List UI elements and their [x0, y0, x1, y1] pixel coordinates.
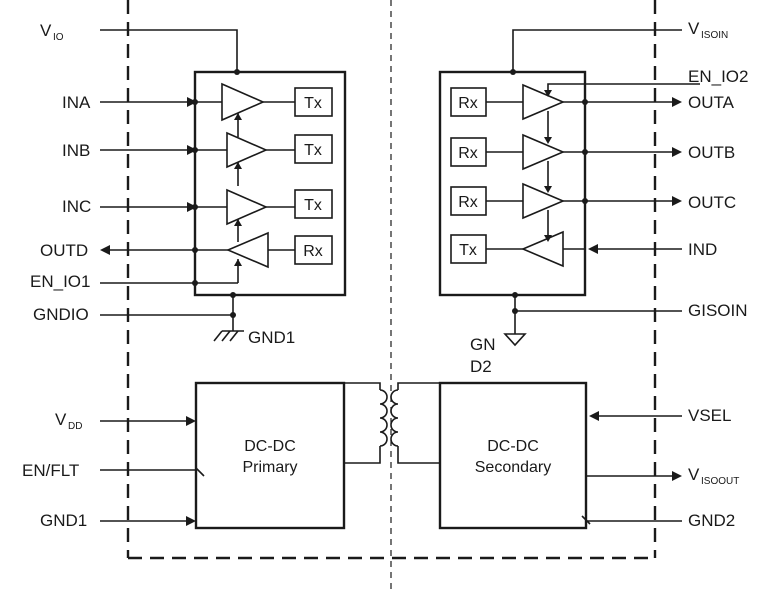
svg-text:EN_IO1: EN_IO1	[30, 272, 90, 291]
gisoin-pin: GISOIN	[512, 292, 748, 334]
svg-text:V: V	[55, 410, 67, 429]
svg-text:D2: D2	[470, 357, 492, 376]
svg-text:GND2: GND2	[688, 511, 735, 530]
svg-text:VSEL: VSEL	[688, 406, 731, 425]
package-outline	[126, 0, 657, 560]
visoout-pin: V ISOOUT	[586, 465, 739, 487]
gnd2-signal-ground-icon: GN D2	[470, 333, 527, 376]
svg-text:EN/FLT: EN/FLT	[22, 461, 79, 480]
outd-pin: OUTD	[40, 241, 228, 260]
vdd-pin: V DD	[55, 410, 196, 432]
dcdc-primary-block: DC-DC Primary	[194, 381, 346, 530]
svg-text:OUTA: OUTA	[688, 93, 735, 112]
tx-box-c: Tx	[294, 189, 333, 219]
svg-text:Tx: Tx	[304, 197, 322, 214]
svg-text:IND: IND	[688, 240, 717, 259]
en-flt-pin: EN/FLT	[22, 461, 205, 480]
vsel-pin: VSEL	[589, 406, 731, 425]
en-io2-pin: EN_IO2	[688, 67, 748, 86]
gnd2-pin: GND2	[581, 511, 735, 530]
dcdc-secondary-block: DC-DC Secondary	[438, 381, 588, 530]
svg-text:Primary: Primary	[242, 459, 297, 476]
svg-text:GN: GN	[470, 335, 496, 354]
svg-text:Rx: Rx	[458, 194, 478, 211]
svg-text:Tx: Tx	[459, 242, 477, 259]
outb-pin: OUTB	[563, 143, 735, 162]
svg-text:Rx: Rx	[458, 145, 478, 162]
svg-text:INA: INA	[62, 93, 91, 112]
buffer-triangles-right	[486, 83, 700, 268]
svg-text:V: V	[40, 21, 52, 40]
svg-text:ISOIN: ISOIN	[701, 30, 728, 41]
gnd1-chassis-ground-icon: GND1	[213, 328, 295, 347]
svg-text:GISOIN: GISOIN	[688, 301, 748, 320]
en-io1-pin: EN_IO1	[30, 272, 238, 291]
rx-box-a: Rx	[450, 87, 487, 117]
svg-text:GND1: GND1	[248, 328, 295, 347]
svg-text:EN_IO2: EN_IO2	[688, 67, 748, 86]
svg-text:GNDIO: GNDIO	[33, 305, 89, 324]
svg-text:Secondary: Secondary	[475, 459, 552, 476]
rx-box-d: Rx	[294, 235, 333, 265]
visoin-pin: V ISOIN	[510, 19, 728, 75]
svg-text:IO: IO	[53, 32, 64, 43]
svg-text:OUTB: OUTB	[688, 143, 735, 162]
svg-text:INC: INC	[62, 197, 91, 216]
svg-text:Tx: Tx	[304, 95, 322, 112]
svg-text:OUTC: OUTC	[688, 193, 736, 212]
buffer-triangles-left	[221, 82, 295, 283]
inb-pin: INB	[62, 141, 227, 160]
svg-text:ISOOUT: ISOOUT	[701, 476, 739, 487]
svg-text:INB: INB	[62, 141, 90, 160]
svg-text:DC-DC: DC-DC	[487, 438, 539, 455]
gnd1-pin: GND1	[40, 511, 196, 530]
primary-isolator-block	[193, 70, 347, 297]
tx-box-b: Tx	[294, 134, 333, 164]
svg-text:Rx: Rx	[458, 95, 478, 112]
rx-box-b: Rx	[450, 137, 487, 167]
ind-pin: IND	[563, 240, 717, 259]
rx-box-c: Rx	[450, 186, 487, 216]
tx-box-a: Tx	[294, 87, 333, 117]
svg-text:OUTD: OUTD	[40, 241, 88, 260]
gndio-pin: GNDIO	[33, 292, 236, 331]
svg-text:V: V	[688, 19, 700, 38]
svg-text:DC-DC: DC-DC	[244, 438, 296, 455]
svg-text:V: V	[688, 465, 700, 484]
svg-text:Rx: Rx	[303, 243, 323, 260]
svg-text:Tx: Tx	[304, 142, 322, 159]
tx-box-d: Tx	[450, 234, 487, 264]
outc-pin: OUTC	[563, 193, 736, 212]
vio-pin: V IO	[40, 21, 240, 75]
transformer-icon	[344, 382, 440, 464]
inc-pin: INC	[62, 197, 227, 216]
svg-text:DD: DD	[68, 421, 82, 432]
svg-text:GND1: GND1	[40, 511, 87, 530]
outa-pin: OUTA	[563, 93, 735, 112]
ina-pin: INA	[62, 93, 222, 112]
